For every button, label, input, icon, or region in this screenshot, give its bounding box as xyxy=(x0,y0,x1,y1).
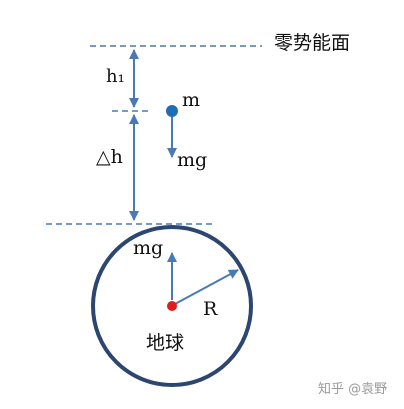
delta-h-label: △h xyxy=(96,146,123,168)
earth-center-dot xyxy=(167,301,177,311)
earth-label: 地球 xyxy=(146,332,185,354)
watermark: 知乎 @袁野 xyxy=(318,382,388,397)
radius-label: R xyxy=(203,298,218,320)
earth-circle xyxy=(91,225,253,387)
mass-label: m xyxy=(182,89,201,111)
mass-dot xyxy=(166,105,178,117)
h1-label: h₁ xyxy=(106,66,125,87)
weight-label-top: mg xyxy=(177,149,208,171)
zero-potential-plane-label: 零势能面 xyxy=(274,32,351,54)
weight-label-earth: mg xyxy=(133,237,164,259)
radius-arrow xyxy=(174,269,239,305)
